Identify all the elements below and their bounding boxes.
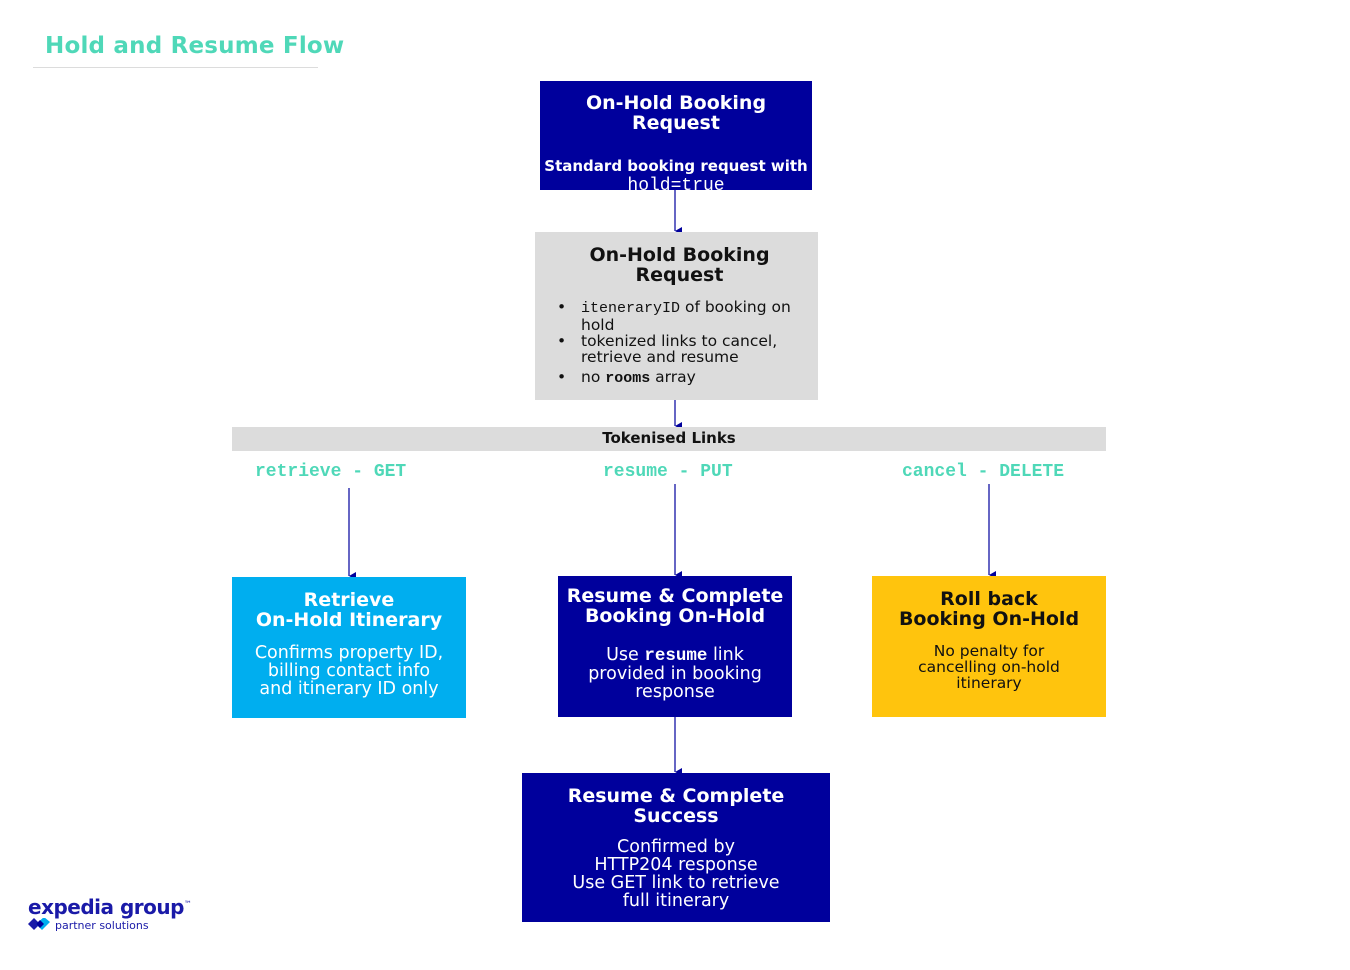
success-body-2: Use GET link to retrieve full itinerary <box>572 873 780 911</box>
expedia-group-logo: expedia group™ partner solutions <box>27 893 197 943</box>
hold-request-code: hold=true <box>627 176 725 196</box>
resume-title-2: Booking On-Hold <box>584 605 766 627</box>
resume-body-post: link provided in booking response <box>588 645 762 702</box>
retrieve-method-label: retrieve - GET <box>255 462 407 482</box>
list-item-text: tokenized links to cancel, retrieve and … <box>581 332 778 366</box>
resume-title-1: Resume & Complete <box>566 585 784 607</box>
hold-response-list: iteneraryID of booking on hold tokenized… <box>553 299 806 387</box>
success-body-1: Confirmed by HTTP204 response <box>594 837 758 875</box>
page-title: Hold and Resume Flow <box>45 33 345 59</box>
hold-response-box: On-Hold Booking Request iteneraryID of b… <box>535 232 818 400</box>
logo-mark-icon <box>28 918 50 930</box>
success-title-2: Success <box>633 805 719 827</box>
retrieve-box: Retrieve On-Hold Itinerary Confirms prop… <box>232 577 466 718</box>
success-title-1: Resume & Complete <box>567 785 785 807</box>
title-divider <box>33 67 318 68</box>
list-item: iteneraryID of booking on hold <box>557 298 806 334</box>
resume-code: resume <box>644 646 708 666</box>
rollback-title-2: Booking On-Hold <box>898 608 1080 630</box>
cancel-method-label: cancel - DELETE <box>902 462 1065 482</box>
list-item-text: of booking on hold <box>581 298 791 334</box>
success-box: Resume & Complete Success Confirmed by H… <box>522 773 830 922</box>
rollback-box: Roll back Booking On-Hold No penalty for… <box>872 576 1106 717</box>
list-item: no rooms array <box>557 368 806 387</box>
hold-request-box: On-Hold Booking Request Standard booking… <box>540 81 812 196</box>
resume-body: Use resume link provided in booking resp… <box>558 646 792 701</box>
itinerary-id-code: iteneraryID <box>581 300 681 317</box>
rooms-code: rooms <box>605 370 651 387</box>
rollback-body: No penalty for cancelling on-hold itiner… <box>918 642 1060 692</box>
retrieve-body: Confirms property ID, billing contact in… <box>254 643 444 699</box>
list-item-prefix: no <box>581 368 606 386</box>
logo-tm: ™ <box>183 899 192 909</box>
hold-request-title: On-Hold Booking Request <box>585 92 767 134</box>
logo-subtitle: partner solutions <box>55 919 149 932</box>
logo-word: expedia group <box>28 895 184 919</box>
resume-box: Resume & Complete Booking On-Hold Use re… <box>558 576 792 717</box>
resume-method-label: resume - PUT <box>603 462 733 482</box>
hold-request-text: Standard booking request with <box>544 157 808 175</box>
tokenised-links-bar: Tokenised Links <box>232 427 1106 451</box>
resume-body-pre: Use <box>606 645 645 665</box>
retrieve-title-1: Retrieve <box>303 589 395 611</box>
hold-response-title: On-Hold Booking Request <box>589 244 770 286</box>
retrieve-title-2: On-Hold Itinerary <box>255 609 443 631</box>
logo-wordmark: expedia group™ <box>28 895 192 919</box>
rollback-title-1: Roll back <box>940 588 1038 610</box>
list-item-text: array <box>650 368 696 386</box>
list-item: tokenized links to cancel, retrieve and … <box>557 332 806 366</box>
